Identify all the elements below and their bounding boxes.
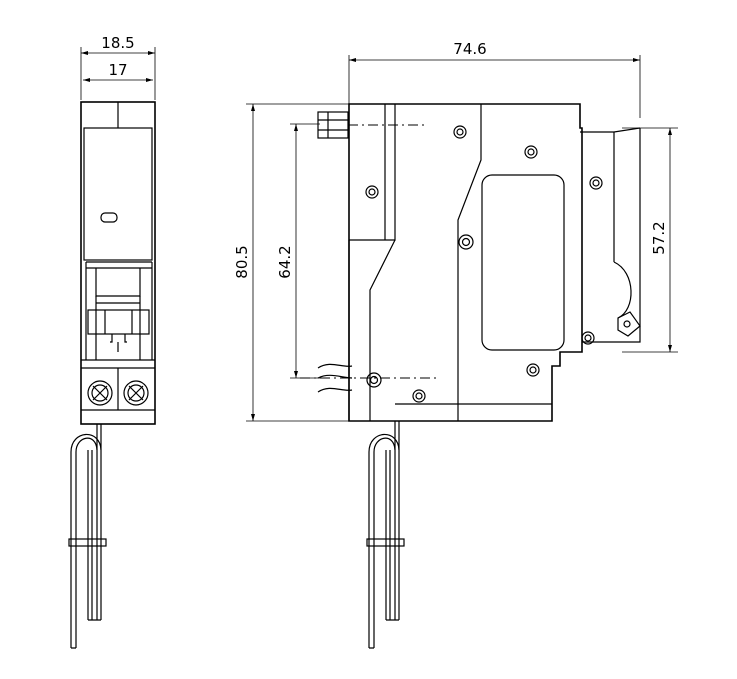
rivet-icon xyxy=(581,331,595,345)
rivet-icon xyxy=(458,234,474,250)
dim-clip-height-label: 57.2 xyxy=(650,221,668,254)
rivet-icon xyxy=(589,176,603,190)
terminal-screw-icon xyxy=(123,380,149,406)
rivet-icon xyxy=(453,125,467,139)
rivet-icon xyxy=(412,389,426,403)
side-lead-wires xyxy=(366,421,405,649)
dim-side-height: 80.5 xyxy=(233,103,360,422)
front-handle-lever xyxy=(87,309,150,335)
front-handle-area xyxy=(81,261,155,361)
front-terminals xyxy=(81,367,155,411)
wire-tie xyxy=(366,538,405,547)
mounting-clip xyxy=(580,127,641,343)
bottom-pin xyxy=(300,363,440,393)
front-view: 18.5 17 xyxy=(68,34,156,649)
rivet-icon xyxy=(526,363,540,377)
side-window xyxy=(481,174,565,351)
dim-clip-height: 57.2 xyxy=(622,127,678,353)
rivet-icon xyxy=(524,145,538,159)
clip-hook-icon xyxy=(617,311,641,337)
terminal-screw-icon xyxy=(87,380,113,406)
dim-front-outer-label: 18.5 xyxy=(101,34,134,52)
dim-pin-span: 64.2 xyxy=(276,123,320,379)
front-lead-wires xyxy=(68,424,107,649)
front-label-panel xyxy=(83,127,153,261)
side-view: 74.6 80.5 64.2 57.2 xyxy=(233,40,678,649)
dim-front-outer: 18.5 xyxy=(80,34,156,100)
rivet-icon xyxy=(365,185,379,199)
dim-side-length: 74.6 xyxy=(348,40,641,118)
top-pin xyxy=(317,111,425,139)
side-body-outline xyxy=(348,103,583,422)
dim-side-length-label: 74.6 xyxy=(453,40,486,58)
dim-pin-span-label: 64.2 xyxy=(276,245,294,278)
rivets xyxy=(365,125,603,403)
rivet-icon xyxy=(366,372,382,388)
dim-front-inner-label: 17 xyxy=(108,61,127,79)
dim-front-inner: 17 xyxy=(83,61,153,82)
front-indicator-window xyxy=(100,212,118,223)
wire-tie xyxy=(68,538,107,547)
dim-side-height-label: 80.5 xyxy=(233,245,251,278)
